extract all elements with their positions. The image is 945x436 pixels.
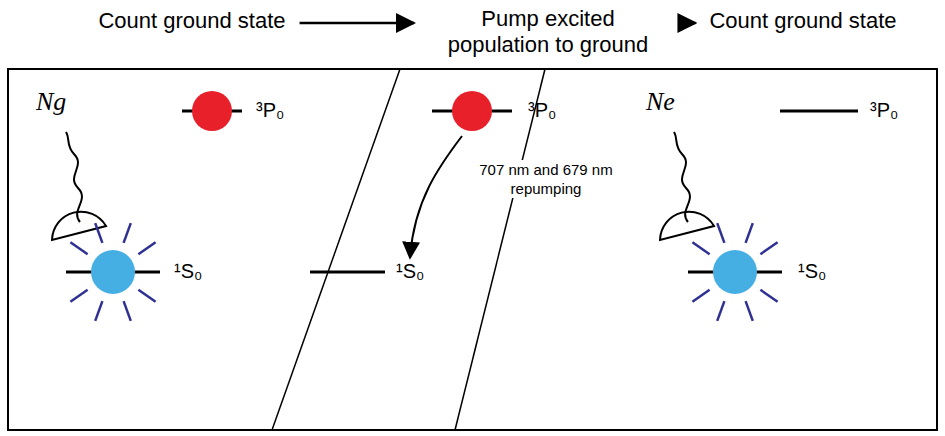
fluorescence-ray bbox=[717, 223, 724, 243]
fluorescence-ray bbox=[138, 290, 155, 302]
level-label: ¹S₀ bbox=[798, 259, 826, 283]
fluorescence-ray bbox=[124, 301, 131, 321]
atom-excited bbox=[452, 91, 492, 131]
detector-wire bbox=[66, 132, 82, 222]
repump-arrow bbox=[410, 136, 462, 258]
fluorescence-ray bbox=[138, 242, 155, 254]
panel-divider bbox=[272, 69, 400, 430]
fluorescence-ray bbox=[70, 290, 87, 302]
fluorescence-ray bbox=[70, 242, 87, 254]
step-title: Count ground state bbox=[709, 8, 896, 34]
process-note: 707 nm and 679 nm repumping bbox=[476, 160, 616, 198]
level-label: ³P₀ bbox=[528, 98, 556, 122]
count-symbol: Ng bbox=[36, 90, 66, 114]
fluorescence-ray bbox=[746, 223, 753, 243]
sequence-arrow bbox=[682, 22, 695, 25]
fluorescence-ray bbox=[95, 301, 102, 321]
energy-level bbox=[310, 271, 385, 274]
fluorescence-ray bbox=[746, 301, 753, 321]
level-label: ³P₀ bbox=[256, 98, 284, 122]
fluorescence-ray bbox=[692, 290, 709, 302]
sequence-arrow bbox=[300, 22, 414, 25]
fluorescence-ray bbox=[124, 223, 131, 243]
level-label: ³P₀ bbox=[870, 98, 898, 122]
fluorescence-ray bbox=[717, 301, 724, 321]
step-title: Pump excited population to ground bbox=[428, 6, 668, 58]
step-heading: Pump excited population to ground bbox=[428, 6, 668, 58]
level-label: ¹S₀ bbox=[174, 259, 202, 283]
count-symbol: Ne bbox=[646, 90, 675, 114]
atom-ground bbox=[713, 250, 757, 294]
detector bbox=[660, 212, 714, 240]
fluorescence-ray bbox=[692, 242, 709, 254]
frame bbox=[8, 69, 937, 430]
detector bbox=[52, 212, 106, 240]
step-heading: Count ground state bbox=[98, 8, 285, 34]
atom-ground bbox=[91, 250, 135, 294]
fluorescence-rays bbox=[70, 223, 777, 321]
fluorescence-ray bbox=[95, 223, 102, 243]
fluorescence-ray bbox=[760, 290, 777, 302]
detector-wire bbox=[674, 132, 690, 222]
energy-level bbox=[780, 110, 858, 113]
level-label: ¹S₀ bbox=[396, 259, 424, 283]
fluorescence-ray bbox=[760, 242, 777, 254]
step-title: Count ground state bbox=[98, 8, 285, 34]
atom-excited bbox=[192, 91, 232, 131]
step-heading: Count ground state bbox=[709, 8, 896, 34]
